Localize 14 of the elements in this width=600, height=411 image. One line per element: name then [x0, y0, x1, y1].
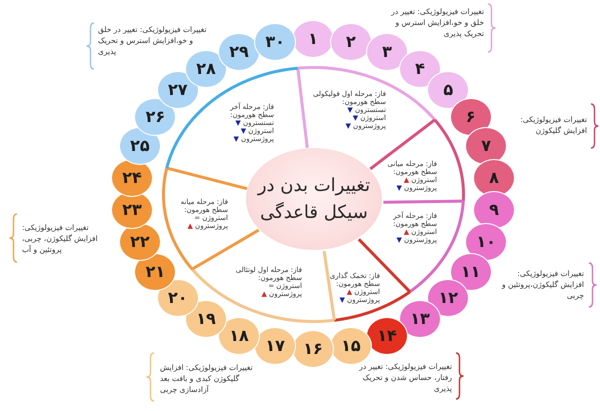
- day-circle: ۱۵: [330, 326, 372, 365]
- day-circle: ۷: [465, 127, 508, 166]
- day-circle: ۹: [473, 191, 515, 230]
- day-circle: ۱۶: [292, 330, 334, 368]
- day-circle: ۳۰: [254, 23, 296, 62]
- day-circle: ۱۷: [254, 326, 296, 365]
- day-circle: ۱: [292, 20, 334, 58]
- day-circle: ۱۴: [366, 316, 408, 355]
- day-circle: ۲: [330, 23, 372, 62]
- day-circle: ۳: [366, 33, 408, 72]
- day-circle: ۱۸: [218, 316, 260, 355]
- day-circle: ۲۹: [218, 33, 260, 72]
- day-circle: ۲۲: [118, 222, 161, 261]
- day-circle: ۲۴: [110, 158, 153, 197]
